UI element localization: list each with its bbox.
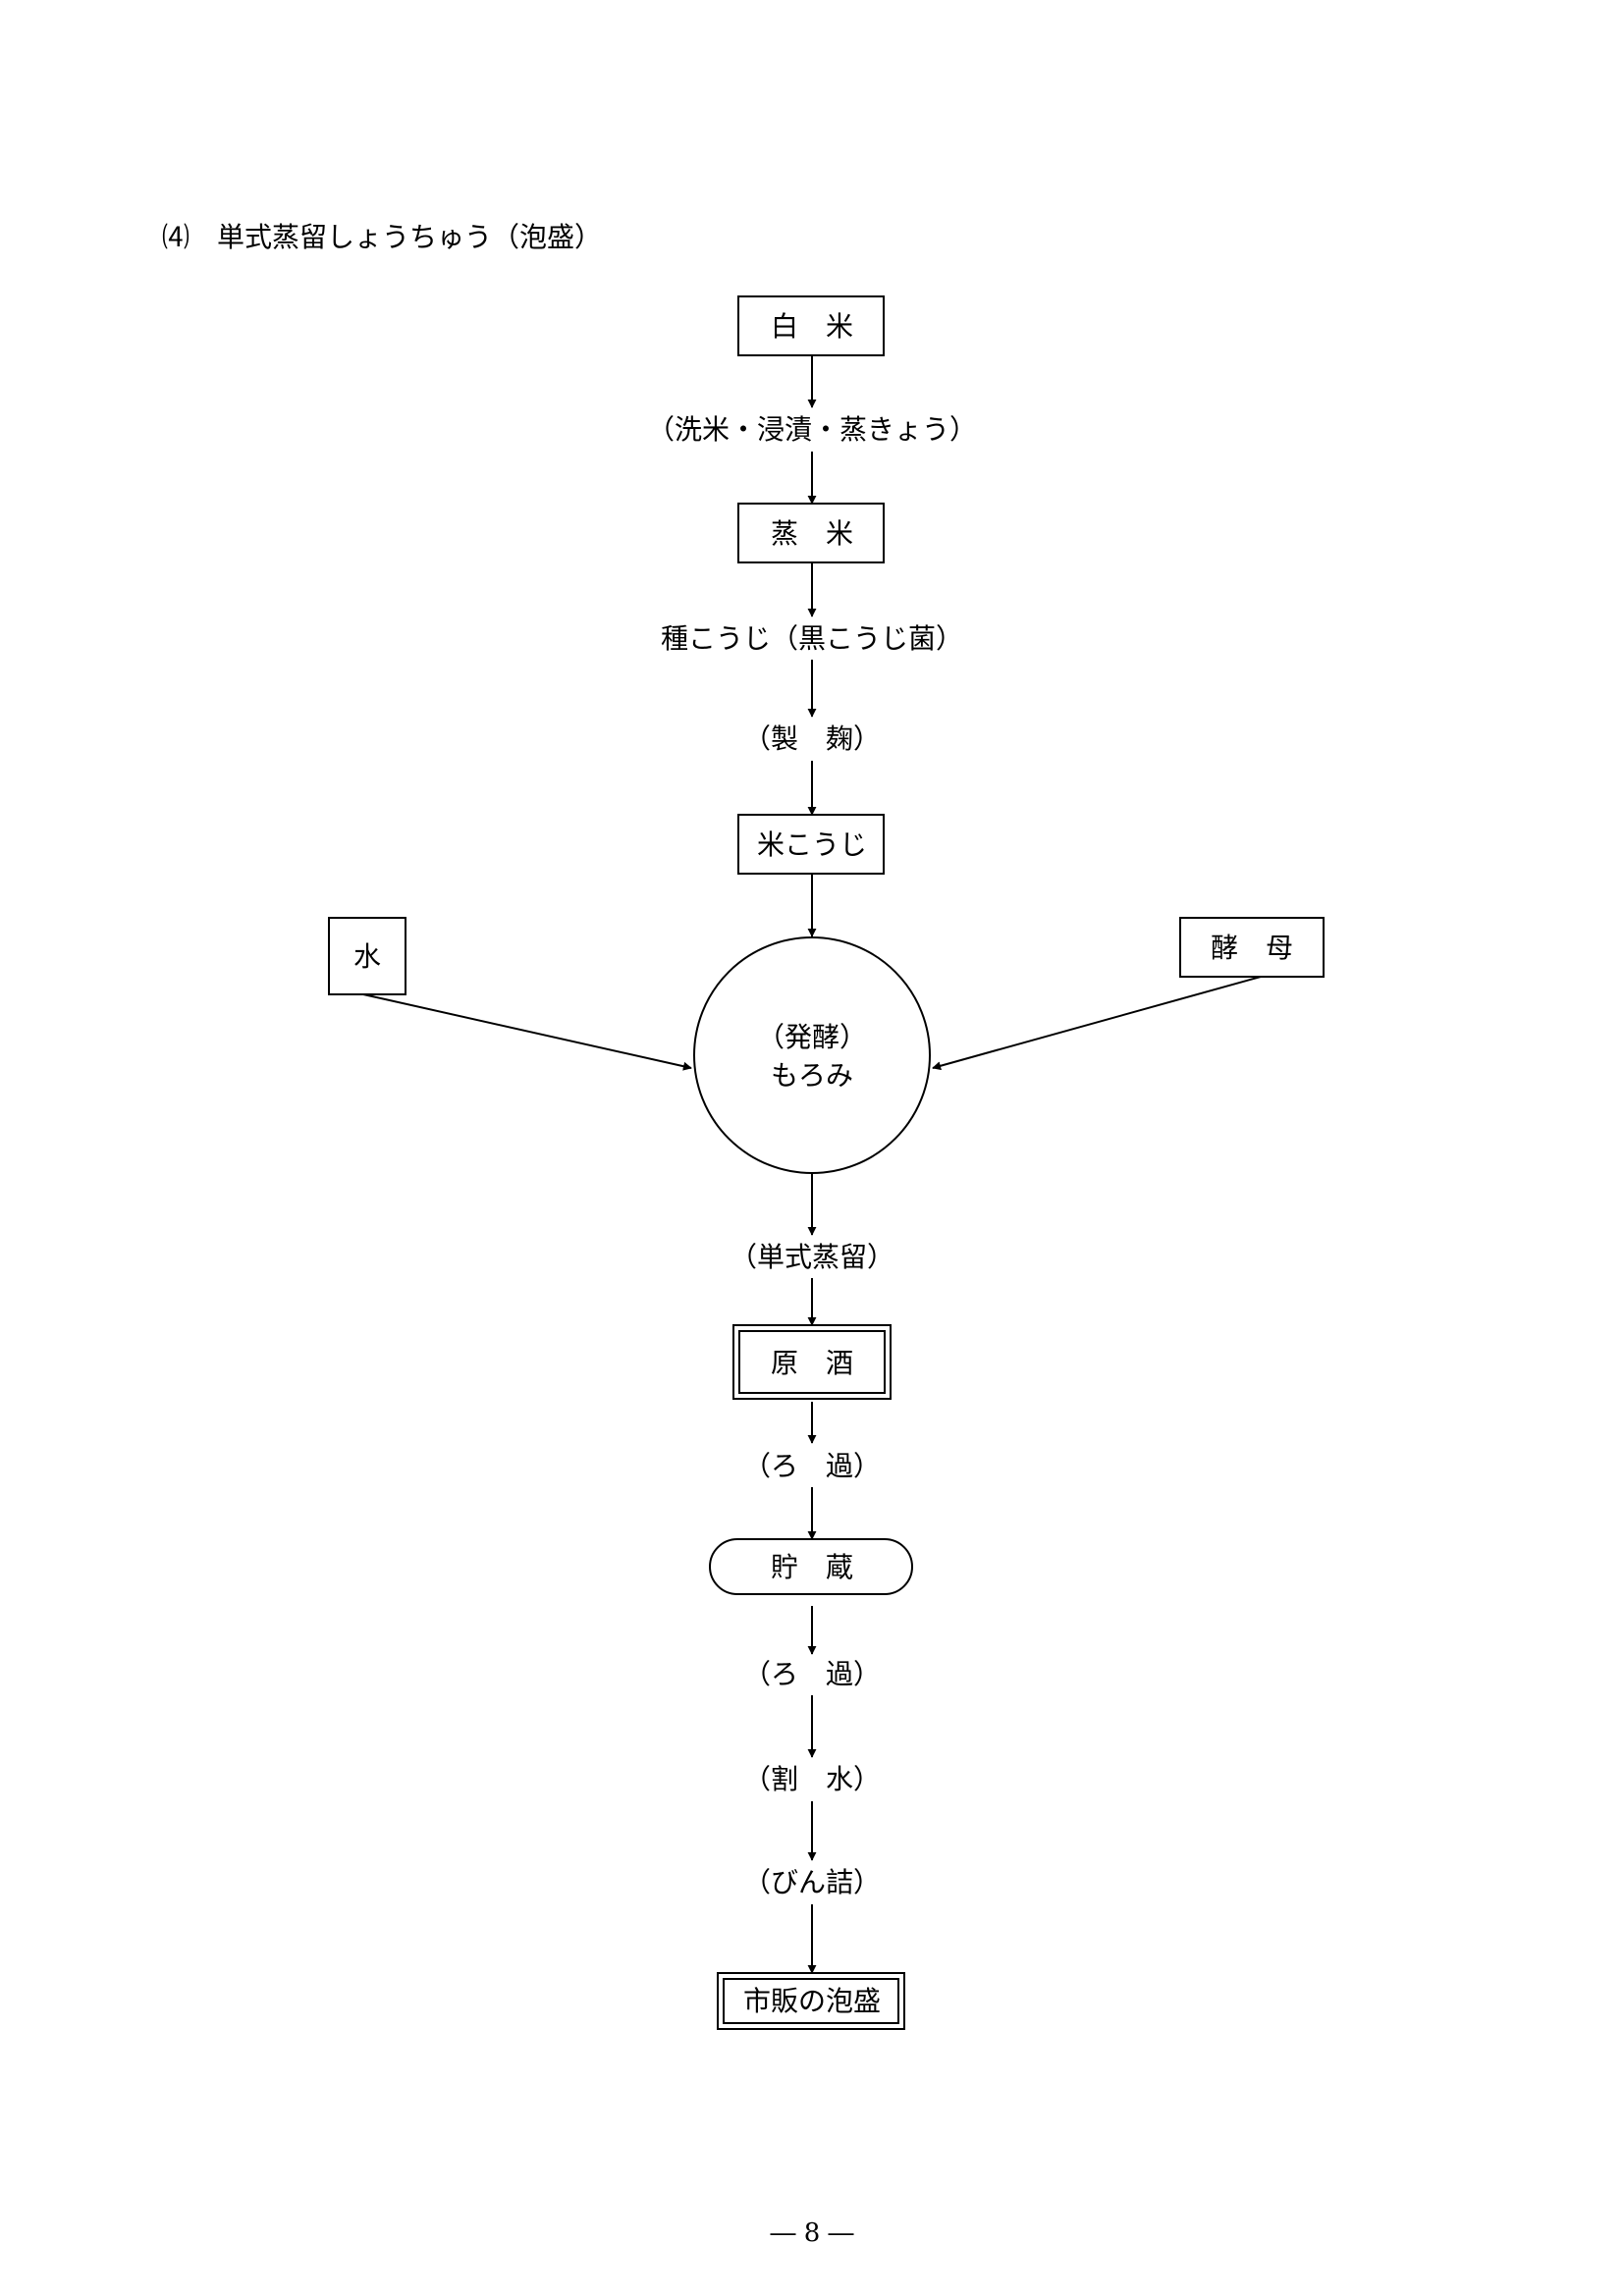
dilution-label: （割 水）: [743, 1763, 881, 1795]
moromi-label: もろみ: [771, 1059, 853, 1092]
product-box-inner: [723, 1978, 899, 2024]
rice-koji-label: 米こうじ: [757, 828, 867, 861]
white-rice-box: [737, 295, 885, 356]
seed-koji-label: 種こうじ（黒こうじ菌）: [661, 622, 963, 655]
yeast-label: 酵 母: [1211, 932, 1293, 964]
section-heading: ⑷ 単式蒸留しょうちゅう（泡盛）: [162, 216, 602, 255]
distillation-label: （単式蒸留）: [730, 1241, 894, 1273]
koji-making-label: （製 麹）: [743, 722, 881, 755]
product-label: 市販の泡盛: [743, 1985, 881, 2017]
page-number: ― 8 ―: [770, 2218, 854, 2248]
storage-label: 貯 蔵: [771, 1551, 853, 1583]
bottling-label: （びん詰）: [743, 1866, 881, 1898]
flow-arrows: [362, 355, 1262, 1974]
filtration2-label: （ろ 過）: [743, 1658, 881, 1690]
raw-spirit-box-inner: [738, 1330, 886, 1394]
steamed-rice-label: 蒸 米: [771, 517, 853, 550]
white-rice-label: 白 米: [771, 310, 853, 343]
raw-spirit-label: 原 酒: [771, 1347, 853, 1379]
moromi-circle: [693, 936, 931, 1174]
arrow-water-to-moromi: [362, 993, 692, 1071]
section-number: ⑷: [162, 221, 190, 253]
water-label: 水: [353, 940, 381, 973]
rice-koji-box: [737, 814, 885, 875]
fermentation-label: （発酵）: [757, 1021, 867, 1053]
filtration1-label: （ろ 過）: [743, 1450, 881, 1482]
water-box: [328, 917, 406, 995]
section-title: 単式蒸留しょうちゅう（泡盛）: [217, 221, 603, 253]
storage-capsule: [709, 1538, 913, 1595]
yeast-box: [1179, 917, 1325, 978]
steamed-rice-box: [737, 503, 885, 563]
arrow-yeast-to-moromi: [932, 976, 1262, 1071]
wash-soak-steam-label: （洗米・浸漬・蒸きょう）: [647, 413, 977, 446]
